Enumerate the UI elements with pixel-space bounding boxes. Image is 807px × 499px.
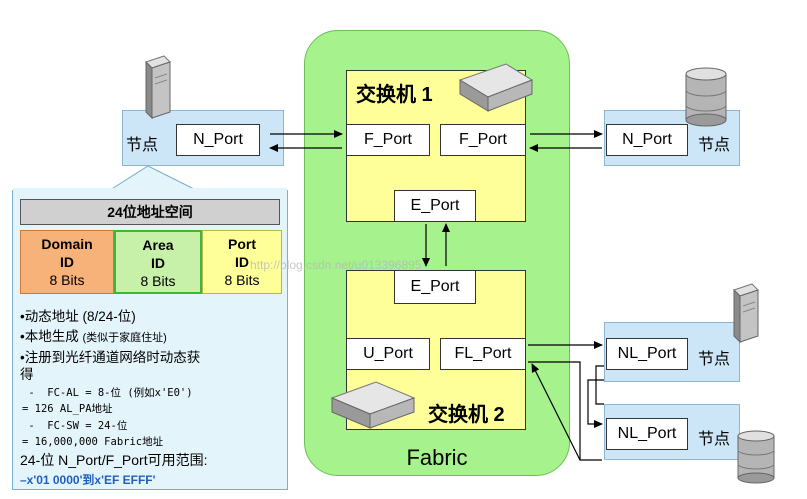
- node-left-label: 节点: [126, 137, 159, 154]
- arrow-loop-to-flport: [528, 361, 602, 461]
- node-left-n-port: N_Port: [176, 124, 260, 156]
- area-id-bits: 8 Bits: [140, 273, 176, 289]
- node-loop-1-nl-port: NL_Port: [606, 338, 688, 370]
- detail-fabric-addr: = 16,000,000 Fabric地址: [22, 436, 164, 448]
- bullet-dynamic-address: •动态地址 (8/24-位): [20, 309, 136, 324]
- domain-id-name-2: ID: [60, 254, 74, 270]
- loop-link-1: [595, 365, 604, 405]
- callout-pointer: [108, 165, 197, 191]
- domain-id-field: Domain ID 8 Bits: [20, 230, 114, 294]
- switch-1-e-port: E_Port: [394, 190, 476, 222]
- fabric-label: Fabric: [406, 445, 468, 470]
- switch-1-f-port-left: F_Port: [346, 124, 430, 156]
- watermark: http://blog.csdn.net/u013396895: [250, 258, 422, 272]
- area-id-name-1: Area: [142, 237, 174, 253]
- switch-1-title: 交换机 1: [356, 84, 433, 106]
- disk-storage-icon-loop: [737, 430, 775, 484]
- area-id-name-2: ID: [151, 255, 165, 271]
- address-space-title: 24位地址空间: [20, 199, 280, 225]
- bullet-local-generation: •本地生成 (类似于家庭住址): [20, 325, 167, 345]
- node-loop-1-label: 节点: [698, 351, 731, 368]
- node-loop-2-nl-port: NL_Port: [606, 418, 688, 450]
- loop-link-2: [587, 379, 604, 428]
- port-id-field: Port ID 8 Bits: [202, 230, 282, 294]
- bullet-local-generation-note: (类似于家庭住址): [82, 332, 167, 344]
- switch-2-fl-port: FL_Port: [440, 338, 526, 370]
- server-tower-icon-left: [145, 55, 171, 120]
- server-tower-icon-loop: [733, 283, 759, 344]
- switch-2-u-port: U_Port: [346, 338, 430, 370]
- node-right-label: 节点: [698, 137, 731, 154]
- port-id-name-1: Port: [228, 236, 256, 252]
- bullet-register: •注册到光纤通道网络时动态获: [20, 350, 201, 365]
- switch-2-title: 交换机 2: [428, 404, 505, 426]
- detail-fc-sw: - FC-SW = 24-位: [22, 420, 128, 432]
- bullet-local-generation-main: •本地生成: [20, 329, 79, 344]
- switch-1-device-icon: [458, 63, 534, 112]
- area-id-field: Area ID 8 Bits: [114, 230, 202, 294]
- range-label: 24-位 N_Port/F_Port可用范围:: [20, 452, 208, 468]
- disk-storage-icon-right: [685, 67, 727, 127]
- port-id-name-2: ID: [235, 254, 249, 270]
- node-loop-2-label: 节点: [698, 431, 731, 448]
- switch-2-e-port: E_Port: [394, 270, 476, 304]
- port-id-bits: 8 Bits: [224, 272, 260, 288]
- switch-1-f-port-right: F_Port: [440, 124, 526, 156]
- switch-2-device-icon: [330, 381, 416, 429]
- detail-al-pa: = 126 AL_PA地址: [22, 403, 113, 415]
- domain-id-name-1: Domain: [41, 236, 93, 252]
- bullet-register-cont: 得: [20, 367, 34, 382]
- domain-id-bits: 8 Bits: [49, 272, 85, 288]
- range-value: –x'01 0000'到x'EF EFFF': [20, 473, 156, 487]
- node-right-n-port: N_Port: [606, 124, 688, 156]
- detail-fc-al: - FC-AL = 8-位 (例如x'E0'): [22, 387, 193, 399]
